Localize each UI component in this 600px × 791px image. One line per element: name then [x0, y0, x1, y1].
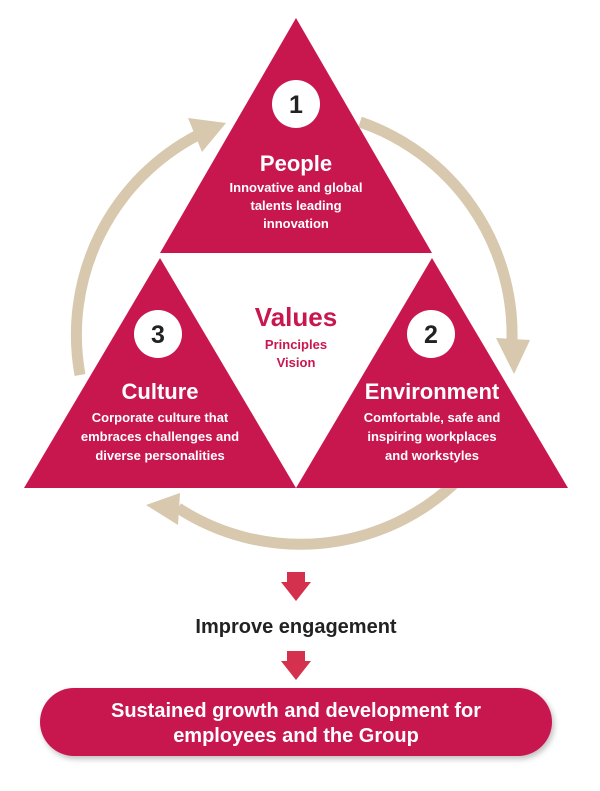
culture-number: 3 — [151, 321, 165, 349]
people-number-badge — [272, 80, 320, 128]
culture-section: 3 Culture Corporate culture that embrace… — [81, 310, 239, 463]
environment-number-badge — [407, 310, 455, 358]
engagement-label: Improve engagement — [195, 616, 397, 638]
values-vision: Vision — [277, 355, 316, 370]
people-title: People — [260, 151, 332, 176]
people-desc-line-2: talents leading — [250, 198, 341, 213]
people-desc-line-3: innovation — [263, 216, 329, 231]
values-title: Values — [255, 302, 337, 332]
culture-title: Culture — [122, 379, 199, 404]
environment-desc-line-1: Comfortable, safe and — [364, 410, 501, 425]
people-number: 1 — [289, 91, 303, 119]
outcome-banner: Sustained growth and development for emp… — [40, 688, 552, 756]
down-arrow-1 — [281, 572, 311, 601]
environment-title: Environment — [365, 379, 500, 404]
people-desc-line-1: Innovative and global — [230, 180, 363, 195]
values-principles: Principles — [265, 337, 327, 352]
culture-desc-line-2: embraces challenges and — [81, 429, 239, 444]
cycle-arrow-left — [70, 130, 201, 376]
triangle-culture — [24, 258, 296, 488]
people-section: 1 People Innovative and global talents l… — [230, 80, 363, 231]
environment-desc-line-3: and workstyles — [385, 448, 479, 463]
values-center: Values Principles Vision — [255, 302, 337, 370]
outcome-line-1: Sustained growth and development for — [111, 700, 481, 722]
outcome-pill — [40, 688, 552, 756]
outcome-line-2: employees and the Group — [173, 725, 419, 747]
cycle-arrow-right — [358, 116, 518, 341]
culture-number-badge — [134, 310, 182, 358]
cycle-arrowhead-right — [496, 338, 530, 374]
culture-desc-line-3: diverse personalities — [95, 448, 224, 463]
cycle-arrow-bottom — [175, 476, 462, 550]
triangle-environment — [296, 258, 568, 488]
environment-section: 2 Environment Comfortable, safe and insp… — [364, 310, 501, 463]
cycle-arrowhead-left — [188, 118, 226, 152]
culture-desc-line-1: Corporate culture that — [92, 410, 229, 425]
environment-desc-line-2: inspiring workplaces — [367, 429, 496, 444]
cycle-arrowhead-bottom — [146, 493, 180, 525]
triangle-people — [160, 18, 432, 253]
environment-number: 2 — [424, 321, 438, 349]
down-arrow-2 — [281, 651, 311, 680]
cycle-arrows — [70, 116, 518, 550]
